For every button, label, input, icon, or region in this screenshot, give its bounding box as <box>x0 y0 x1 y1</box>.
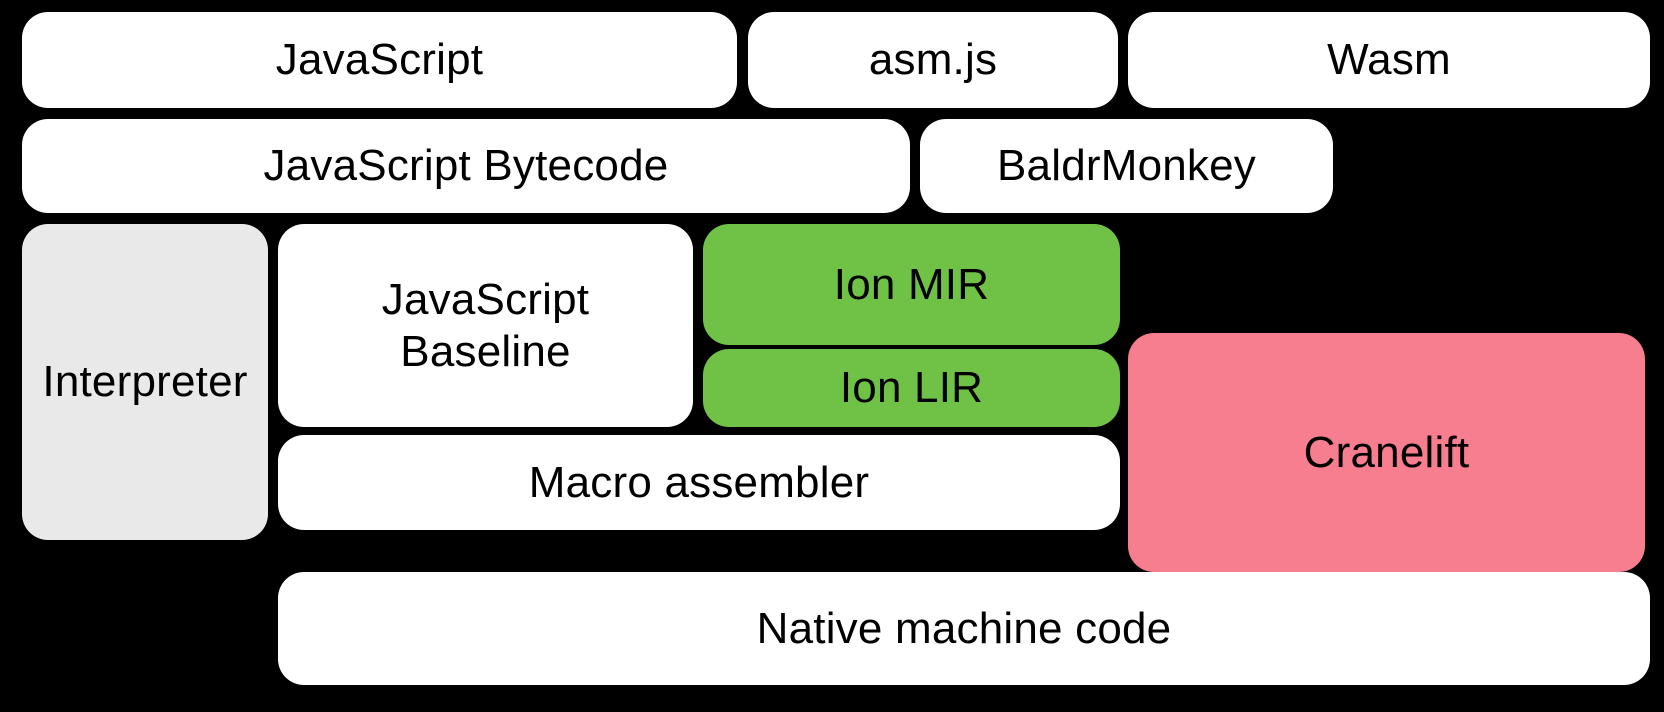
diagram-node-native-machine-code: Native machine code <box>278 572 1650 685</box>
diagram-node-interpreter: Interpreter <box>22 224 268 540</box>
diagram-node-label: Ion LIR <box>839 363 984 413</box>
diagram-node-label: JavaScript <box>275 35 484 85</box>
diagram-node-ion-lir: Ion LIR <box>703 349 1120 427</box>
diagram-node-label: Cranelift <box>1303 427 1470 477</box>
diagram-node-label: Wasm <box>1327 35 1451 85</box>
diagram-node-baldrmonkey: BaldrMonkey <box>920 119 1333 213</box>
diagram-node-asm-js: asm.js <box>748 12 1118 108</box>
diagram-node-javascript-bytecode: JavaScript Bytecode <box>22 119 910 213</box>
diagram-node-label: JavaScript Bytecode <box>263 141 669 191</box>
diagram-node-label: Macro assembler <box>528 457 870 507</box>
diagram-node-javascript-baseline: JavaScript Baseline <box>278 224 693 427</box>
diagram-node-label: asm.js <box>868 35 998 85</box>
diagram-node-label: Ion MIR <box>833 259 990 309</box>
diagram-node-label: Interpreter <box>42 357 248 407</box>
diagram-node-label: JavaScript Baseline <box>381 275 590 376</box>
diagram-node-javascript: JavaScript <box>22 12 737 108</box>
diagram-node-ion-mir: Ion MIR <box>703 224 1120 345</box>
diagram-node-macro-assembler: Macro assembler <box>278 435 1120 530</box>
diagram-node-label: BaldrMonkey <box>997 141 1256 191</box>
diagram-node-cranelift: Cranelift <box>1128 333 1645 572</box>
diagram-node-label: Native machine code <box>756 603 1172 653</box>
diagram-node-wasm: Wasm <box>1128 12 1650 108</box>
